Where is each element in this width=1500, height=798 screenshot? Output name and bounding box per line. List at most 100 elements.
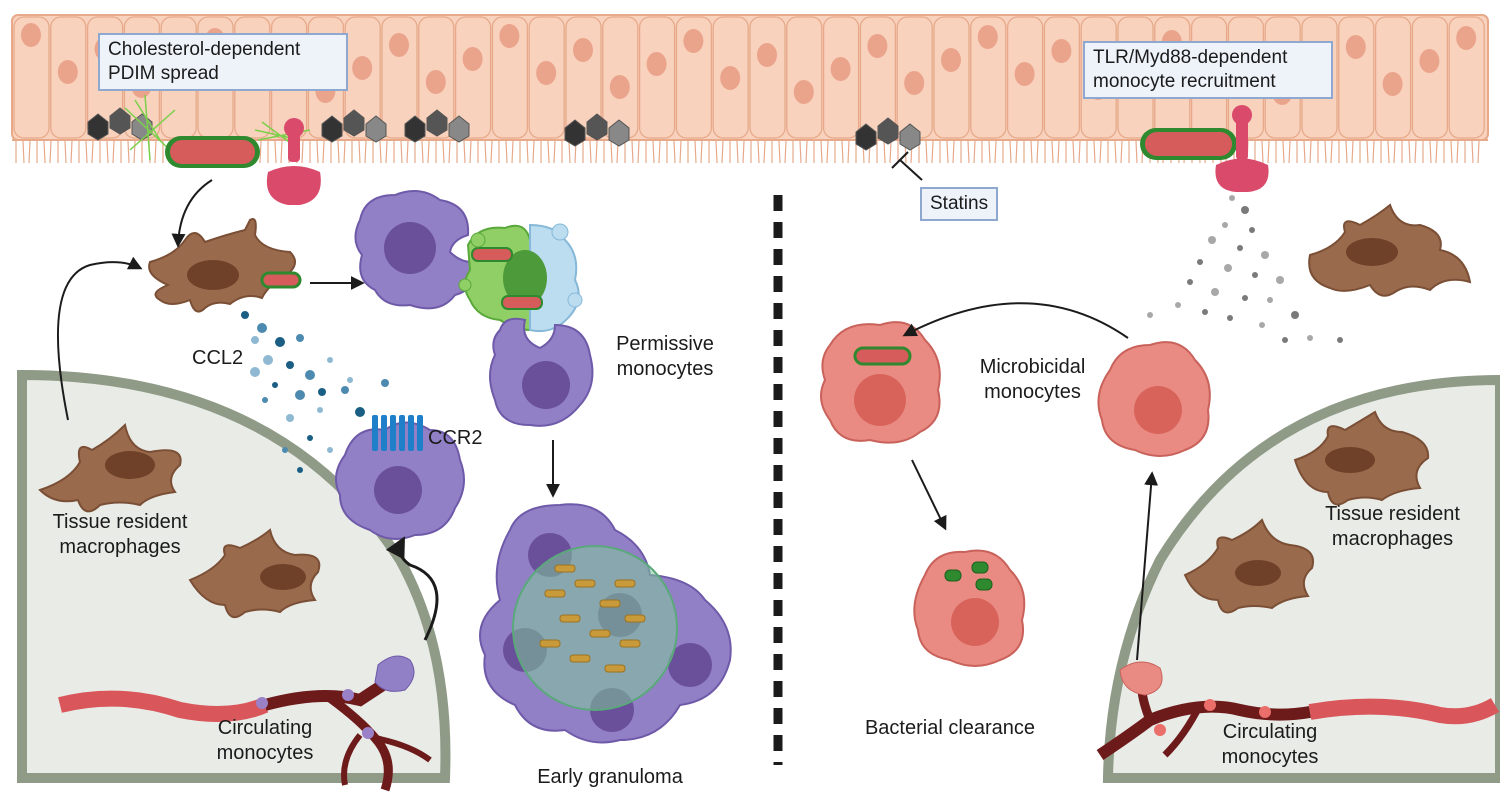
epithelial-cell [1448, 16, 1485, 139]
ccl2-dot [286, 414, 294, 422]
arrow-recruit-ccr2 [385, 536, 439, 641]
cytokine-dot [1187, 279, 1193, 285]
arrow-to-clearance [911, 459, 947, 531]
epithelial-cell [638, 16, 676, 139]
arrows [56, 179, 1159, 661]
macrophage-infected [148, 218, 302, 313]
cytokine-dot [1227, 315, 1233, 321]
ccr2-monocyte [335, 415, 465, 540]
epithelial-nucleus [683, 29, 704, 53]
arrow-to-macrophage [171, 179, 213, 248]
epithelial-nucleus [499, 24, 520, 48]
ccl2-dot [307, 435, 313, 441]
epithelial-nucleus [352, 56, 373, 80]
cytokine-dot [1337, 337, 1343, 343]
epithelial-nucleus [425, 70, 446, 94]
cytokine-dot [1261, 251, 1269, 259]
epithelial-nucleus [867, 34, 888, 58]
circulating-left-label: Circulating monocytes [216, 717, 314, 764]
blood-vessel-left [58, 655, 432, 792]
cytokine-dot [1242, 295, 1248, 301]
epithelial-nucleus [904, 71, 925, 95]
cytokine-dot [1282, 337, 1288, 343]
epithelial-nucleus [389, 33, 409, 57]
tissue-resident-left-label: Tissue resident macrophages [52, 511, 188, 558]
statin-inhibition [891, 151, 923, 181]
ccl2-dot [327, 357, 333, 363]
cytokine-dot [1267, 297, 1273, 303]
cytokine-dot [1202, 309, 1208, 315]
ccl2-dot [341, 386, 349, 394]
epithelial-nucleus [573, 38, 593, 62]
early-granuloma [479, 503, 732, 744]
cytokine-dot [1211, 288, 1219, 296]
epithelial-nucleus [757, 43, 777, 67]
cytokine-dot [1224, 264, 1232, 272]
cholesterol-box: Cholesterol-dependent PDIM spread [98, 33, 348, 91]
ccl2-dot [272, 382, 278, 388]
epithelial-cell [13, 16, 50, 139]
tissue-resident-right-label: Tissue resident macrophages [1325, 503, 1460, 550]
epithelial-cell [749, 16, 786, 139]
cytokine-dot [1276, 276, 1284, 284]
macrophage-tissue-left-2 [188, 528, 321, 619]
epithelial-nucleus [646, 52, 667, 76]
epithelial-nucleus [462, 47, 483, 71]
ccl2-dot [381, 379, 389, 387]
epithelial-nucleus [1014, 62, 1035, 86]
cholesterol-box-text: Cholesterol-dependent PDIM spread [108, 39, 301, 84]
epithelial-cell [786, 16, 823, 139]
ccl2-dot [355, 407, 365, 417]
epithelial-nucleus [1345, 35, 1366, 59]
cytokine-dot [1249, 227, 1255, 233]
microbicidal-monocyte-right [1097, 341, 1211, 457]
permissive-monocyte [489, 317, 594, 427]
ccl2-dot [257, 323, 267, 333]
tlr-box: TLR/Myd88-dependent monocyte recruitment [1083, 41, 1333, 99]
epithelial-cell [1411, 16, 1449, 139]
ccl2-dot [297, 467, 303, 473]
clearance-monocyte [913, 549, 1026, 667]
tlr-receptor-right [1215, 105, 1269, 192]
ccl2-dot [295, 390, 305, 400]
circulating-right-label: Circulating monocytes [1221, 721, 1319, 768]
ccl2-dot [262, 397, 268, 403]
cytokine-dot [1252, 272, 1258, 278]
granuloma-label: Early granuloma [537, 766, 683, 788]
ccl2-dot [241, 311, 249, 319]
epithelial-nucleus [536, 61, 557, 85]
ccl2-dot [305, 370, 315, 380]
ccl2-dot [347, 377, 353, 383]
ccl2-dot [317, 407, 323, 413]
ccl2-label: CCL2 [192, 347, 244, 369]
cytokine-dot [1175, 302, 1181, 308]
arrow-resident-up [56, 256, 143, 421]
bacterium-right [1140, 128, 1237, 160]
bacterium-left [165, 136, 260, 168]
microbicidal-monocyte-infected [820, 321, 941, 444]
ccl2-dot [296, 334, 304, 342]
epithelial-nucleus [57, 60, 78, 84]
macrophage-right-tissue-1 [1293, 410, 1430, 506]
epithelial-nucleus [793, 80, 814, 104]
epithelial-nucleus [1382, 72, 1403, 96]
epithelial-nucleus [21, 23, 41, 47]
cytokine-dot [1259, 322, 1265, 328]
dying-infected-cell [458, 223, 583, 333]
statins-text: Statins [930, 193, 989, 214]
epithelial-nucleus [1456, 26, 1477, 50]
epithelial-nucleus [609, 75, 630, 99]
epithelial-cell [970, 16, 1007, 139]
cytokine-dot [1307, 335, 1313, 341]
arrow-circulating-up [1136, 471, 1159, 661]
cytokine-dots [1147, 195, 1343, 343]
cytokine-dot [1237, 245, 1243, 251]
epithelial-nucleus [1051, 39, 1072, 63]
cytokine-dot [1197, 259, 1203, 265]
cytokine-dot [1208, 236, 1216, 244]
ccr2-label: CCR2 [428, 427, 483, 449]
epithelial-nucleus [720, 66, 741, 90]
macrophage-tissue-left-1 [38, 422, 182, 513]
ccl2-dot [263, 355, 273, 365]
